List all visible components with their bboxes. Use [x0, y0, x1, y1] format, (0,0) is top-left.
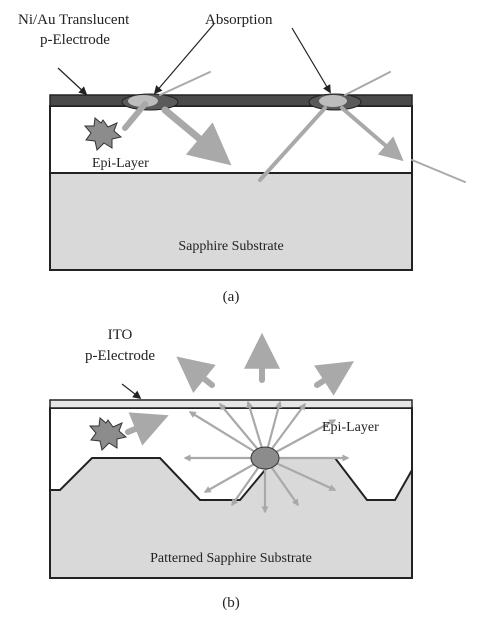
ray-escape-thin-right [344, 71, 391, 96]
substrate-label-b: Patterned Sapphire Substrate [150, 551, 312, 566]
ray-escape-thin-left [159, 71, 211, 96]
absorption-glow-left [128, 95, 158, 107]
escape-ray-right [314, 361, 355, 396]
light-source-b-left [88, 417, 128, 451]
absorption-glow-right [319, 95, 347, 107]
electrode-label-a-line2: p-Electrode [40, 32, 110, 48]
light-rays-b-escape [125, 332, 355, 446]
ito-electrode [49, 399, 413, 409]
radial-ray [188, 411, 266, 459]
caption-b: (b) [222, 595, 240, 611]
electrode-pointer-a [57, 67, 88, 96]
ray-side-escape [411, 159, 466, 183]
epi-layer-label-b: Epi-Layer [322, 420, 379, 435]
ray-reflected-right [340, 106, 404, 162]
electrode-label-a-line1: Ni/Au Translucent [18, 12, 130, 28]
absorption-pointer-left [153, 23, 215, 95]
electrode-label-b-line1: ITO [108, 327, 133, 343]
diagram-a: Ni/Au Translucent p-Electrode Absorption… [18, 12, 466, 305]
electrode-pointer-b [121, 383, 142, 400]
epi-layer-label-a: Epi-Layer [92, 156, 149, 171]
emission-ray-to-source [125, 412, 169, 446]
translucent-electrode-a [49, 94, 413, 107]
substrate-label-a: Sapphire Substrate [178, 239, 283, 254]
absorption-label: Absorption [205, 12, 273, 28]
absorption-pointer-right [291, 27, 331, 94]
diagram-b: ITO p-Electrode Epi-Layer Patterned Sapp… [49, 327, 413, 611]
light-rays-a [122, 71, 466, 183]
ray-up-from-interface [258, 106, 327, 182]
escape-ray-left [176, 356, 216, 394]
light-source-a [83, 117, 123, 151]
light-source-b-center [250, 446, 280, 470]
electrode-label-b-line2: p-Electrode [85, 348, 155, 364]
ray-reflected-down [161, 106, 232, 166]
ray-up-to-absorption [122, 101, 148, 131]
sapphire-substrate-a [49, 172, 413, 271]
caption-a: (a) [223, 289, 240, 305]
